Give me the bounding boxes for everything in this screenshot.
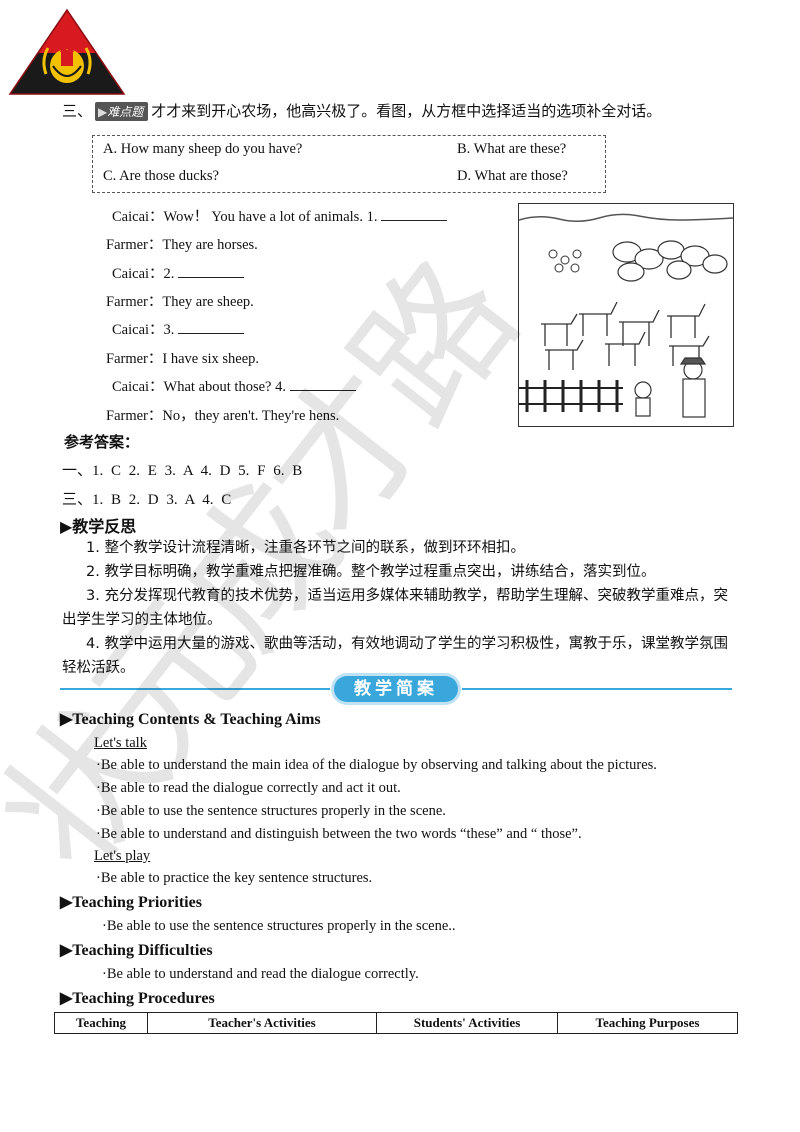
option-b: B. What are these? bbox=[457, 141, 567, 157]
dialogue-line: Caicai：What about those? 4. bbox=[112, 375, 356, 396]
section3-heading: 三、▶难点题才才来到开心农场，他高兴极了。看图，从方框中选择适当的选项补全对话。 bbox=[62, 100, 661, 121]
teaching-priorities-heading: ▶Teaching Priorities bbox=[60, 894, 202, 911]
aim-item: ·Be able to use the sentence structures … bbox=[96, 803, 446, 819]
option-a: A. How many sheep do you have? bbox=[103, 141, 303, 157]
section-banner: 教学简案 bbox=[60, 676, 732, 702]
answers-line-2: 三、1. B 2. D 3. A 4. C bbox=[62, 492, 232, 508]
procedures-table: Teaching Teacher's Activities Students' … bbox=[54, 1012, 738, 1034]
dialogue-line: Caicai：3. bbox=[112, 318, 245, 339]
option-d: D. What are those? bbox=[457, 168, 568, 184]
dialogue-line: Caicai：2. bbox=[112, 262, 245, 283]
banner-title: 教学简案 bbox=[334, 676, 458, 702]
dialogue-line: Farmer：They are sheep. bbox=[106, 294, 254, 310]
aim-item: ·Be able to read the dialogue correctly … bbox=[96, 780, 401, 796]
priority-item: ·Be able to use the sentence structures … bbox=[102, 918, 456, 934]
reflection-item: 2. 教学目标明确，教学重难点把握准确。整个教学过程重点突出，讲练结合，落实到位… bbox=[86, 564, 656, 580]
answer-blank[interactable] bbox=[289, 390, 356, 391]
option-c: C. Are those ducks? bbox=[103, 168, 219, 184]
reflection-item: 3. 充分发挥现代教育的技术优势，适当运用多媒体来辅助教学，帮助学生理解、突破教… bbox=[62, 588, 728, 628]
section3-number: 三、 bbox=[62, 102, 93, 120]
table-header-cell: Teaching bbox=[54, 1012, 148, 1034]
answer-blank[interactable] bbox=[178, 333, 245, 334]
answers-heading: 参考答案： bbox=[64, 433, 140, 451]
answer-blank[interactable] bbox=[178, 277, 245, 278]
reflection-heading: ▶教学反思 bbox=[60, 517, 137, 536]
answers-line-1: 一、1. C 2. E 3. A 4. D 5. F 6. B bbox=[62, 463, 303, 479]
dialogue-line: Farmer：I have six sheep. bbox=[106, 351, 260, 367]
difficulty-tag: ▶难点题 bbox=[95, 102, 149, 121]
dialogue-line: Farmer：They are horses. bbox=[106, 237, 258, 253]
publisher-logo bbox=[8, 8, 126, 95]
reflection-item: 4. 教学中运用大量的游戏、歌曲等活动，有效地调动了学生的学习积极性，寓教于乐，… bbox=[62, 636, 728, 676]
difficulty-item: ·Be able to understand and read the dial… bbox=[102, 966, 419, 982]
aim-item: ·Be able to practice the key sentence st… bbox=[96, 870, 373, 886]
teaching-contents-heading: ▶Teaching Contents & Teaching Aims bbox=[60, 711, 321, 728]
dialogue-line: Caicai：Wow！ You have a lot of animals. 1… bbox=[112, 205, 448, 226]
teaching-difficulties-heading: ▶Teaching Difficulties bbox=[60, 942, 213, 959]
table-header-cell: Students' Activities bbox=[376, 1012, 558, 1034]
table-header-cell: Teacher's Activities bbox=[147, 1012, 377, 1034]
dialogue-line: Farmer：No，they aren't. They're hens. bbox=[106, 408, 340, 424]
section3-instruction: 才才来到开心农场，他高兴极了。看图，从方框中选择适当的选项补全对话。 bbox=[151, 102, 662, 120]
aim-item: ·Be able to understand and distinguish b… bbox=[96, 826, 582, 842]
options-box: A. How many sheep do you have? B. What a… bbox=[92, 135, 606, 193]
reflection-item: 1. 整个教学设计流程清晰，注重各环节之间的联系，做到环环相扣。 bbox=[86, 540, 525, 556]
difficulty-tag-label: 难点题 bbox=[107, 105, 144, 119]
lets-play-label: Let's play bbox=[94, 848, 151, 864]
lets-talk-label: Let's talk bbox=[94, 735, 147, 751]
teaching-procedures-heading: ▶Teaching Procedures bbox=[60, 990, 215, 1007]
table-header-cell: Teaching Purposes bbox=[557, 1012, 738, 1034]
aim-item: ·Be able to understand the main idea of … bbox=[96, 757, 657, 773]
table-header-row: Teaching Teacher's Activities Students' … bbox=[54, 1012, 738, 1034]
farm-illustration bbox=[518, 203, 734, 427]
answer-blank[interactable] bbox=[381, 220, 448, 221]
